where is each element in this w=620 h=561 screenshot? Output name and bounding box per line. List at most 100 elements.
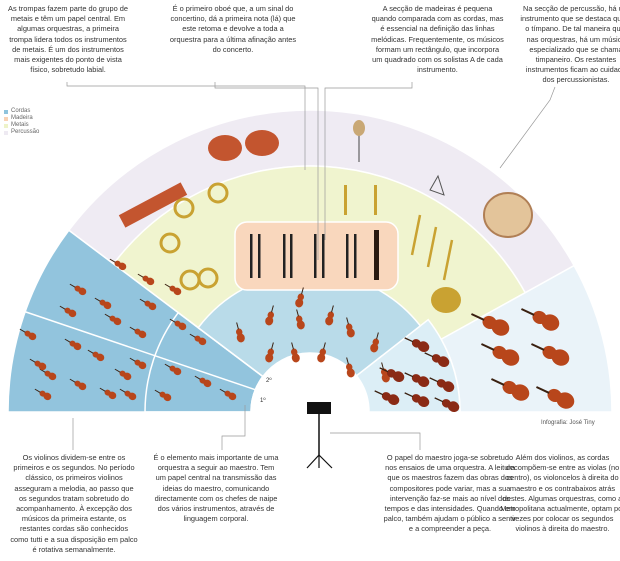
double-bass-icon bbox=[521, 308, 560, 331]
violin-icon bbox=[194, 375, 212, 388]
double-bass-icon bbox=[481, 343, 520, 366]
section-cellos bbox=[355, 318, 461, 413]
cello-icon bbox=[429, 377, 455, 392]
legend-swatch bbox=[4, 130, 8, 135]
legend-item-percussao: Percussão bbox=[4, 129, 39, 136]
note-violins: Os violinos dividem-se entre os primeiro… bbox=[10, 453, 138, 554]
note-conductor: O papel do maestro joga-se sobretudo nos… bbox=[383, 453, 517, 534]
xylophone-icon bbox=[118, 182, 188, 228]
timpani-icon bbox=[208, 135, 242, 161]
violin-icon bbox=[39, 368, 57, 381]
viola-icon bbox=[295, 309, 305, 330]
violin-icon bbox=[169, 318, 187, 331]
trumpet-icon bbox=[374, 185, 377, 215]
legend: Cordas Madeira Metais Percussão bbox=[4, 108, 39, 136]
note-woodwinds: A secção de madeiras é pequena quando co… bbox=[371, 4, 504, 75]
violin-icon bbox=[129, 357, 147, 370]
leader-line-percussion bbox=[499, 86, 556, 169]
woodwind-icon bbox=[290, 234, 293, 278]
note-lower-strings: Além dos violinos, as cordas decompõem-s… bbox=[500, 453, 620, 534]
viola-icon bbox=[295, 287, 305, 308]
violin-icon bbox=[139, 298, 157, 311]
violin-icon bbox=[189, 333, 207, 346]
violin-icon bbox=[164, 363, 182, 376]
viola-icon bbox=[265, 342, 275, 363]
legend-item-cordas: Cordas bbox=[4, 108, 39, 115]
viola-icon bbox=[370, 332, 380, 353]
violin-icon bbox=[59, 305, 77, 318]
violin-icon bbox=[119, 388, 137, 401]
legend-swatch bbox=[4, 116, 8, 121]
trombone-icon bbox=[442, 239, 454, 281]
violin-icon bbox=[154, 389, 172, 402]
leader-line-woodwinds bbox=[324, 82, 413, 240]
cello-icon bbox=[379, 367, 405, 382]
violin-icon bbox=[94, 297, 112, 310]
legend-item-madeira: Madeira bbox=[4, 115, 39, 122]
trombone-icon bbox=[426, 226, 438, 268]
violin-icon bbox=[19, 328, 37, 341]
cymbals-icon bbox=[353, 120, 365, 136]
leader-line-conductor bbox=[330, 432, 421, 450]
bassoon-icon bbox=[374, 230, 379, 280]
violin-icon bbox=[109, 258, 127, 271]
note-oboe: É o primeiro oboé que, a um sinal do con… bbox=[169, 4, 297, 54]
legend-swatch bbox=[4, 123, 8, 128]
cello-icon bbox=[404, 392, 430, 407]
credit: Infografia: José Tiny bbox=[541, 420, 595, 426]
violin-icon bbox=[129, 326, 147, 339]
woodwind-icon bbox=[322, 234, 325, 278]
woodwind-icon bbox=[250, 234, 253, 278]
legend-swatch bbox=[4, 109, 8, 114]
viola-icon bbox=[345, 317, 355, 338]
leader-line-oboe bbox=[214, 82, 319, 260]
divider-inner-violins bbox=[144, 311, 264, 413]
cello-icon bbox=[434, 397, 460, 412]
violin-icon bbox=[69, 378, 87, 391]
violin-icon bbox=[99, 387, 117, 400]
double-bass-icon bbox=[491, 378, 530, 401]
violin-icon bbox=[34, 388, 52, 401]
double-bass-icon bbox=[531, 343, 570, 366]
violin-icon bbox=[104, 313, 122, 326]
viola-icon bbox=[317, 342, 327, 363]
viola-icon bbox=[290, 342, 300, 363]
legend-item-metais: Metais bbox=[4, 122, 39, 129]
divider-violins bbox=[19, 309, 263, 393]
tuba-icon bbox=[431, 287, 461, 313]
cello-icon bbox=[424, 352, 450, 367]
woodwind-icon bbox=[346, 234, 349, 278]
label-first-violins: 1º bbox=[260, 398, 266, 404]
leader-line-concertmaster bbox=[221, 405, 246, 450]
triangle-icon bbox=[429, 174, 445, 196]
violin-icon bbox=[69, 283, 87, 296]
note-concertmaster: É o elemento mais importante de uma orqu… bbox=[153, 453, 279, 524]
label-second-violins: 2º bbox=[266, 378, 272, 384]
double-bass-icon bbox=[536, 386, 575, 409]
french-horn-icon bbox=[173, 197, 195, 219]
violin-icon bbox=[87, 349, 105, 362]
woodwind-icon bbox=[283, 234, 286, 278]
french-horn-icon bbox=[159, 232, 181, 254]
violin-icon bbox=[137, 273, 155, 286]
leader-line-horns bbox=[66, 82, 306, 170]
french-horn-icon bbox=[197, 267, 219, 289]
trumpet-icon bbox=[344, 185, 347, 215]
note-horns: As trompas fazem parte do grupo de metai… bbox=[8, 4, 128, 75]
cello-icon bbox=[404, 372, 430, 387]
woodwind-icon bbox=[258, 234, 261, 278]
trombone-icon bbox=[410, 214, 422, 256]
violin-icon bbox=[64, 338, 82, 351]
cello-icon bbox=[374, 390, 400, 405]
music-stand-legs bbox=[306, 454, 333, 469]
cello-icon bbox=[404, 337, 430, 352]
violin-icon bbox=[164, 283, 182, 296]
woodwind-icon bbox=[314, 234, 317, 278]
french-horn-icon bbox=[207, 182, 229, 204]
note-percussion: Na secção de percussão, há um instrument… bbox=[520, 4, 620, 85]
viola-icon bbox=[235, 322, 245, 343]
viola-icon bbox=[345, 357, 355, 378]
viola-icon bbox=[265, 305, 275, 326]
violin-icon bbox=[219, 388, 237, 401]
